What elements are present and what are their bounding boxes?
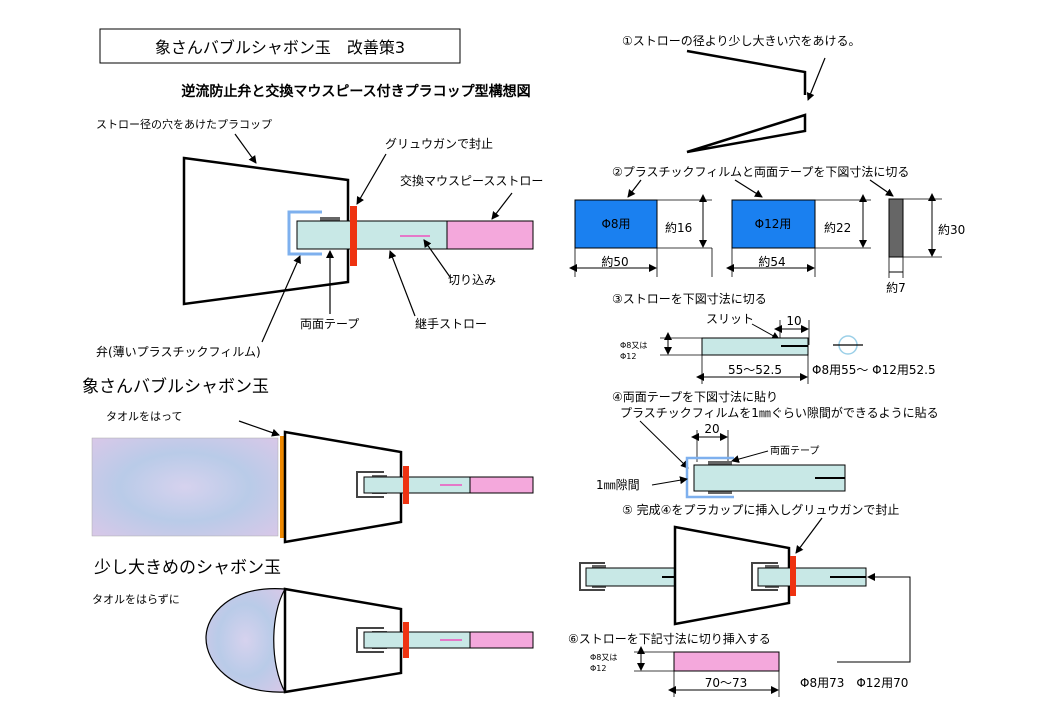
dim-w54-label: 約54 [758, 254, 785, 269]
dim-h22-label: 約22 [824, 220, 851, 235]
leader-slit [423, 239, 451, 278]
step4-text-b: プラスチックフィルムを1㎜ぐらい隙間ができるように貼る [620, 405, 939, 420]
film-phi8 [574, 199, 658, 249]
seal-bigger [403, 622, 409, 658]
step6-dia-b: Φ12 [590, 664, 606, 673]
step3-spec: Φ8用55～ Φ12用52.5 [812, 363, 936, 377]
step4-d20-label: 20 [704, 422, 719, 436]
mouthpiece-straw [446, 220, 534, 250]
step5-leader [795, 517, 823, 554]
film-phi12-label: Φ12用 [755, 217, 792, 231]
glue-seal [350, 206, 357, 266]
mouthpiece-bigger [469, 631, 534, 649]
step4-leader-film [639, 420, 689, 469]
dim-h16-label: 約16 [665, 220, 692, 235]
step4-gap-leader [651, 476, 688, 486]
label-glue: グリュウガンで封止 [385, 137, 493, 151]
step4-tape-leader [731, 450, 769, 463]
step3-text: ③ストローを下図寸法に切る [612, 292, 767, 306]
label-bigger: 少し大きめのシャボン玉 [94, 558, 281, 578]
dim-w50-label: 約50 [601, 254, 628, 269]
step2-arrow-mid [734, 179, 763, 198]
main-cup [182, 156, 350, 306]
label-towel-on: タオルをはって [106, 410, 182, 423]
towel-edge [280, 436, 284, 538]
step2-arrow-right [869, 179, 894, 197]
cup-bigger [283, 587, 403, 694]
label-valve: 弁(薄いプラスチックフィルム) [96, 344, 261, 359]
step2-text: ②プラスチックフィルムと両面テープを下図寸法に切る [612, 165, 909, 179]
leader-towel-on [238, 420, 280, 437]
label-joint-straw: 継手ストロー [415, 316, 487, 331]
step6-text: ⑥ストローを下記寸法に切り挿入する [568, 631, 771, 646]
leader-valve [261, 255, 301, 343]
leader-glue [356, 153, 387, 205]
step1-arrow [806, 57, 826, 101]
double-tape-top [320, 217, 340, 222]
leader-cup [234, 133, 257, 164]
step5-text: ⑤ 完成④をプラカップに挿入しグリュウガンで封止 [622, 502, 899, 517]
step3-d10-label: 10 [786, 314, 801, 328]
label-elephant: 象さんバブルシャボン玉 [82, 376, 269, 397]
step3-len-label: 55～52.5 [728, 363, 782, 377]
step5-seal [790, 556, 796, 596]
label-cup-hole: ストロー径の穴をあけたプラコップ [96, 117, 272, 131]
seal-elephant [403, 466, 409, 504]
label-double-tape: 両面テープ [300, 317, 359, 331]
step5-inserted-tape-top [765, 565, 779, 569]
cup-elephant [283, 430, 403, 544]
step6-mouthpiece [673, 651, 780, 672]
mouthpiece-elephant [469, 476, 534, 494]
valve-bigger [356, 627, 384, 653]
dim-h30-label: 約30 [938, 222, 965, 237]
step5-cup [673, 525, 791, 626]
step2-arrow-left [627, 179, 642, 198]
step5-part-film [579, 562, 605, 591]
step6-dia-a: Φ8又は [590, 653, 617, 662]
title-box [99, 28, 461, 64]
step3-slit-leader [751, 323, 780, 340]
tape-strip [888, 198, 904, 258]
label-mouthpiece: 交換マウスピースストロー [400, 173, 543, 188]
label-slit: 切り込み [448, 273, 496, 287]
step5-part-tape-top [592, 565, 606, 569]
step1-text: ①ストローの径より少し大きい穴をあける。 [622, 33, 861, 48]
step6-len-label: 70～73 [705, 676, 748, 690]
step4-text-a: ④両面テープを下図寸法に貼り [612, 389, 778, 404]
step6-spec: Φ8用73 Φ12用70 [800, 676, 908, 690]
valve-elephant [356, 471, 384, 498]
page-title: 象さんバブルシャボン玉 改善策3 [155, 38, 405, 57]
step4-tape-label: 両面テープ [770, 445, 819, 457]
dim-w7-label: 約7 [886, 280, 906, 295]
valve-film [287, 210, 322, 256]
step3-dia-b: Φ12 [620, 352, 636, 361]
step1-cup [686, 49, 807, 154]
label-towel-off: タオルをはらずに [92, 593, 180, 606]
towel-rect [91, 437, 279, 537]
leader-mouthpiece [491, 192, 513, 220]
step4-tape-top [708, 461, 732, 466]
bubble-shape [205, 588, 286, 693]
film-phi12 [731, 199, 816, 249]
step6-connector [837, 573, 911, 663]
step5-inserted-film [751, 562, 778, 591]
film-phi8-label: Φ8用 [601, 217, 630, 231]
page-subtitle: 逆流防止弁と交換マウスピース付きプラコップ型構想図 [181, 83, 530, 100]
step3-slit-label: スリット [706, 312, 754, 326]
step3-dia-a: Φ8又は [620, 341, 647, 350]
leader-joint [388, 250, 416, 317]
step4-gap-label: 1㎜隙間 [596, 478, 640, 492]
